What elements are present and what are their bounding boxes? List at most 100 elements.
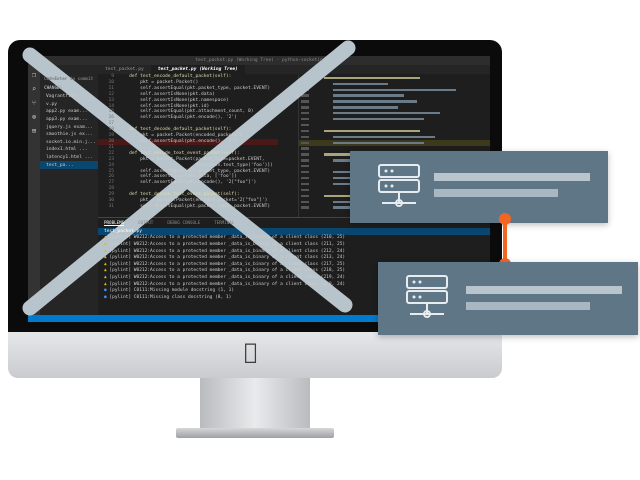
changed-file[interactable]: v.py <box>40 101 98 109</box>
editor-left[interactable]: 9 def test_encode_default_packet(self):1… <box>98 74 278 217</box>
imac-stand <box>200 378 310 430</box>
code-text: self.assertEqual(pkt.packet_type, packet… <box>118 85 271 91</box>
panel-tab-terminal[interactable]: TERMINAL <box>214 220 235 225</box>
warning-icon: ▲ <box>104 235 110 241</box>
changed-file[interactable]: Vagrantfile <box>40 93 98 101</box>
changed-file-name: test_pa... <box>46 162 74 168</box>
cross-line-2 <box>22 40 356 316</box>
problem-item[interactable]: ▲ [pylint] W0212:Access to a protected m… <box>98 261 490 268</box>
changed-file-name: v.py <box>46 101 58 107</box>
imac-base <box>176 428 334 438</box>
changed-file[interactable]: index1.html ... <box>40 146 98 154</box>
changed-file[interactable]: socket.io.min.j... <box>40 139 98 147</box>
line-number: 28 <box>108 186 114 192</box>
problem-file: test_packet.py <box>104 228 142 234</box>
problem-text: [pylint] W0212:Access to a protected mem… <box>109 248 346 254</box>
code-text: pkt = packet.Packet() <box>118 79 199 85</box>
code-line: 27 self.assertEqual(pkt.encode(), '2["fo… <box>98 180 278 186</box>
line-number: 21 <box>108 144 114 150</box>
changed-file[interactable]: jquery.js exam... <box>40 123 98 131</box>
code-line-placeholder <box>299 104 490 110</box>
changed-file-name: Vagrantfile <box>46 94 77 100</box>
line-number: 27 <box>108 180 114 186</box>
panel-tab-problems[interactable]: PROBLEMS <box>104 220 125 226</box>
code-line: 15 self.assertEqual(pkt.attachment_count… <box>98 109 278 115</box>
problem-item[interactable]: ▲ [pylint] W0212:Access to a protected m… <box>98 254 490 261</box>
line-number-mark <box>301 153 309 156</box>
code-line-placeholder <box>299 139 490 146</box>
changed-file[interactable]: latency1.html ... <box>40 154 98 162</box>
warning-icon: ▲ <box>104 248 110 254</box>
code-text: def test_decode_default_packet(self): <box>118 127 232 133</box>
problem-item[interactable]: ▲ [pylint] W0212:Access to a protected m… <box>98 241 490 248</box>
line-number: 26 <box>108 174 114 180</box>
extensions-icon[interactable]: ⊞ <box>31 127 37 135</box>
code-mark <box>324 129 421 133</box>
code-line: 11 self.assertEqual(pkt.packet_type, pac… <box>98 86 278 92</box>
code-text: pkt = packet.Packet(packet_type=packet.E… <box>118 156 265 162</box>
code-text: data=[six.text_type('foo')]) <box>118 162 273 168</box>
line-number-mark <box>301 165 309 168</box>
line-number-mark <box>301 194 309 197</box>
line-number: 10 <box>108 79 114 85</box>
line-number: 24 <box>108 162 114 168</box>
problem-item[interactable]: ▲ [pylint] W0212:Access to a protected m… <box>98 281 490 288</box>
server-icon <box>378 164 420 207</box>
changed-file[interactable]: app2.py exam... <box>40 108 98 116</box>
commit-message-input[interactable]: Cmd+Enter to commit <box>44 77 94 82</box>
code-text: pkt = packet.Packet(encoded_packet='2["f… <box>118 198 268 204</box>
tab-test-packet-working-tree[interactable]: test_packet.py (Working Tree) <box>150 65 245 74</box>
panel-tab-debug-console[interactable]: DEBUG CONSOLE <box>167 220 201 225</box>
code-text: pkt = packet.Packet(encoded_packet='2') <box>118 133 248 139</box>
warning-icon: ▲ <box>104 281 110 287</box>
warning-icon: ▲ <box>104 268 110 274</box>
changed-file-name: app2.py exam... <box>46 109 88 115</box>
files-icon[interactable]: ❐ <box>31 71 37 79</box>
problem-item[interactable]: ● [pylint] C0111:Missing class docstring… <box>98 294 490 301</box>
changed-file[interactable]: app3.py exam... <box>40 116 98 124</box>
server-card-2 <box>378 262 638 335</box>
line-number-mark <box>301 141 309 144</box>
problem-item[interactable]: ▲ [pylint] W0212:Access to a protected m… <box>98 248 490 255</box>
line-number-mark <box>301 123 309 127</box>
problem-file-row[interactable]: test_packet.py <box>98 228 490 235</box>
code-line: 9 def test_encode_default_packet(self): <box>98 74 278 80</box>
changed-file[interactable]: test_pa... <box>40 161 98 169</box>
problem-item[interactable]: ▲ [pylint] W0212:Access to a protected m… <box>98 235 490 242</box>
editor-tabs: test_packet.py test_packet.py (Working T… <box>98 65 490 74</box>
line-number-mark <box>301 100 309 103</box>
code-text: self.assertEqual(pkt.encode(), '2') <box>118 138 237 144</box>
info-icon: ● <box>104 288 110 294</box>
problem-item[interactable]: ▲ [pylint] W0212:Access to a protected m… <box>98 268 490 275</box>
problem-text: [pylint] W0212:Access to a protected mem… <box>109 281 346 287</box>
changed-file[interactable]: smoothie.js ex... <box>40 131 98 139</box>
code-text: self.assertEqual(pkt.encode(), '2["foo"]… <box>118 180 257 186</box>
code-line-placeholder <box>299 99 490 105</box>
code-text: def test_encode_default_packet(self): <box>118 74 232 79</box>
info-icon: ● <box>104 294 110 300</box>
warning-icon: ▲ <box>104 241 110 247</box>
code-line-placeholder <box>299 128 490 134</box>
line-number: 20 <box>108 138 114 144</box>
code-mark <box>333 135 435 138</box>
search-icon[interactable]: ⌕ <box>31 85 37 93</box>
code-line-placeholder <box>299 187 490 193</box>
code-text: self.assertIsNone(pkt.namespace) <box>118 97 229 103</box>
problem-item[interactable]: ● [pylint] C0111:Missing module docstrin… <box>98 287 490 294</box>
line-number-mark <box>301 188 309 192</box>
source-control-icon[interactable]: ⑂ <box>31 99 37 107</box>
code-line: 20 self.assertEqual(pkt.encode(), '2') <box>98 138 278 145</box>
panel-tab-output[interactable]: OUTPUT <box>138 220 154 225</box>
code-line: 28 <box>98 186 278 192</box>
line-number-mark <box>301 147 309 150</box>
line-number: 13 <box>108 97 114 103</box>
changed-file-name: socket.io.min.j... <box>46 139 96 145</box>
code-text: self.assertEqual(pkt.encode(), '2') <box>118 115 237 121</box>
line-number-mark <box>301 106 309 109</box>
line-number: 17 <box>108 121 114 127</box>
debug-icon[interactable]: ⊛ <box>31 113 37 121</box>
code-line-placeholder <box>299 110 490 116</box>
problem-item[interactable]: ▲ [pylint] W0212:Access to a protected m… <box>98 274 490 281</box>
tab-test-packet[interactable]: test_packet.py <box>105 67 144 72</box>
line-number-mark <box>301 206 309 209</box>
